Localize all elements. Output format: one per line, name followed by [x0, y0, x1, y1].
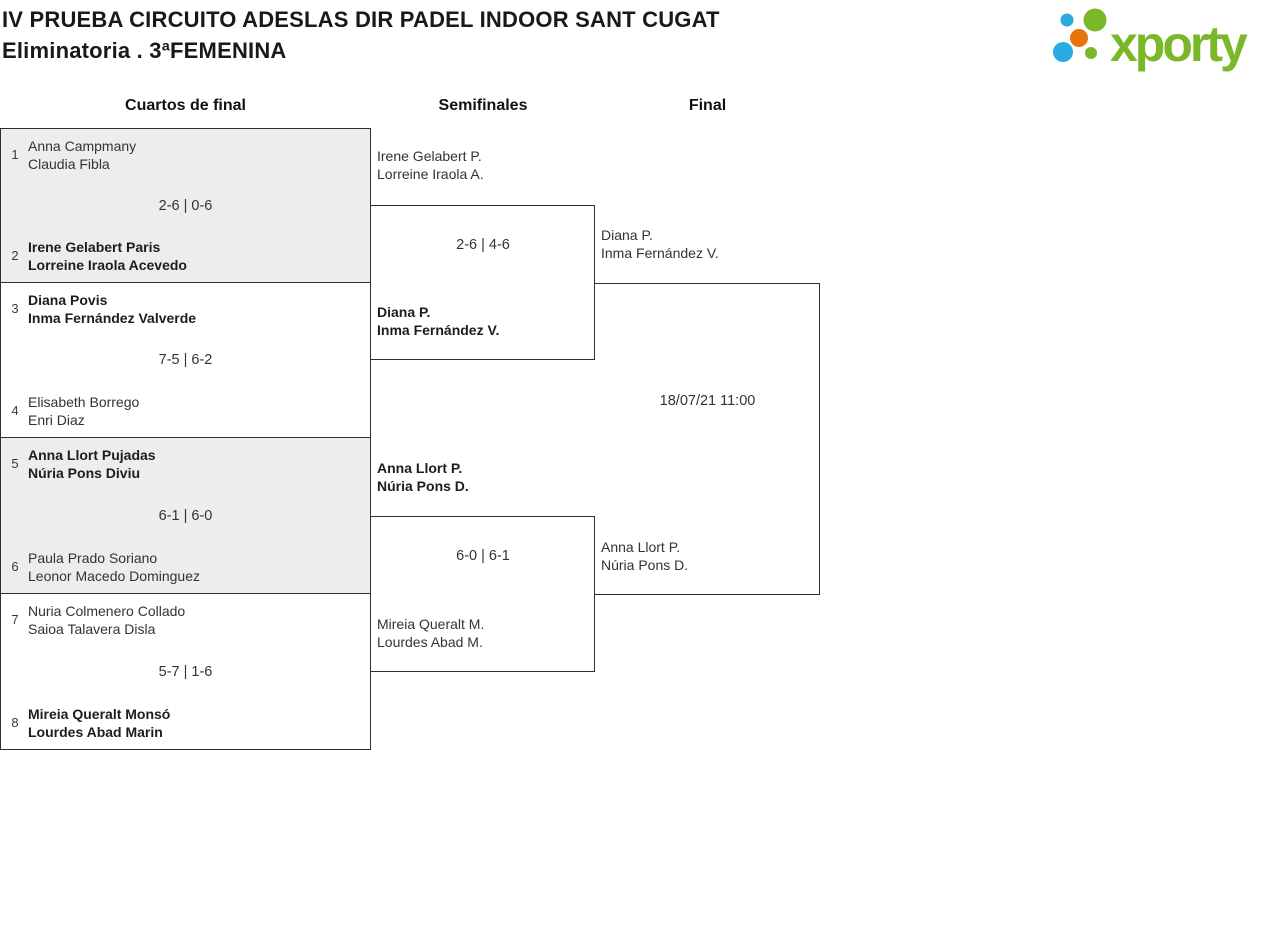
logo-dot-blue-small-icon: [1060, 13, 1074, 27]
match-score: 5-7 | 1-6: [158, 663, 213, 680]
seed-number: 2: [11, 248, 19, 263]
player-name: Inma Fernández V.: [601, 245, 719, 261]
quarterfinal-match-4: 7 Nuria Colmenero Collado Saioa Talavera…: [0, 593, 371, 750]
logo-dot-orange-icon: [1070, 29, 1088, 47]
player-name: Lorreine Iraola A.: [377, 166, 484, 182]
player-name: Inma Fernández Valverde: [28, 310, 197, 326]
player-name: Diana P.: [377, 304, 431, 320]
quarterfinal-match-3: 5 Anna Llort Pujadas Núria Pons Diviu 6-…: [0, 437, 371, 594]
match-score: 2-6 | 4-6: [456, 237, 510, 253]
match-score: 2-6 | 0-6: [158, 197, 213, 214]
player-name: Paula Prado Soriano: [28, 550, 158, 566]
team-name: Diana Povis Inma Fernández Valverde: [28, 291, 196, 327]
seed-number: 1: [11, 147, 19, 162]
team-name: Irene Gelabert P. Lorreine Iraola A.: [377, 147, 484, 183]
player-name: Claudia Fibla: [28, 156, 110, 172]
player-name: Lorreine Iraola Acevedo: [28, 257, 187, 273]
team-name: Mireia Queralt Monsó Lourdes Abad Marin: [28, 705, 170, 741]
player-name: Enri Diaz: [28, 412, 85, 428]
team-name: Nuria Colmenero Collado Saioa Talavera D…: [28, 602, 185, 638]
final-match-datetime: 18/07/21 11:00: [659, 393, 756, 409]
team-name: Anna Llort Pujadas Núria Pons Diviu: [28, 446, 156, 482]
player-name: Núria Pons D.: [601, 557, 689, 573]
team-name: Paula Prado Soriano Leonor Macedo Doming…: [28, 549, 200, 585]
player-name: Anna Campmany: [28, 138, 137, 154]
logo-wordmark: xporty: [1110, 16, 1248, 72]
player-name: Núria Pons D.: [377, 478, 469, 494]
player-name: Mireia Queralt Monsó: [28, 706, 171, 722]
tournament-subtitle: Eliminatoria . 3ªFEMENINA: [2, 38, 287, 63]
team-name: Anna Campmany Claudia Fibla: [28, 137, 136, 173]
player-name: Mireia Queralt M.: [377, 616, 485, 632]
team-name: Diana P. Inma Fernández V.: [377, 303, 499, 339]
logo-dot-green-big-icon: [1083, 8, 1107, 32]
quarterfinal-match-1: 1 Anna Campmany Claudia Fibla 2-6 | 0-6 …: [0, 128, 371, 283]
seed-number: 3: [11, 301, 19, 316]
player-name: Inma Fernández V.: [377, 322, 500, 338]
team-name: Anna Llort P. Núria Pons D.: [377, 459, 469, 495]
team-name: Mireia Queralt M. Lourdes Abad M.: [377, 615, 484, 651]
team-name: Anna Llort P. Núria Pons D.: [601, 538, 688, 574]
player-name: Lourdes Abad M.: [377, 634, 483, 650]
match-score: 7-5 | 6-2: [158, 352, 213, 368]
round-header-quarterfinals: Cuartos de final: [125, 97, 246, 114]
seed-number: 6: [11, 559, 19, 574]
player-name: Irene Gelabert Paris: [28, 239, 161, 255]
semifinal-match-2: [371, 516, 595, 672]
logo-dot-green-small-icon: [1085, 47, 1097, 59]
player-name: Diana Povis: [28, 292, 108, 308]
team-name: Diana P. Inma Fernández V.: [601, 226, 719, 262]
team-name: Irene Gelabert Paris Lorreine Iraola Ace…: [28, 238, 187, 274]
player-name: Nuria Colmenero Collado: [28, 603, 186, 619]
match-score: 6-0 | 6-1: [456, 548, 510, 564]
player-name: Núria Pons Diviu: [28, 465, 141, 481]
quarterfinal-match-2: 3 Diana Povis Inma Fernández Valverde 7-…: [0, 282, 371, 438]
logo-dot-blue-big-icon: [1053, 42, 1073, 62]
player-name: Anna Llort P.: [377, 460, 463, 476]
player-name: Leonor Macedo Dominguez: [28, 568, 200, 584]
seed-number: 8: [11, 715, 19, 730]
seed-number: 5: [11, 456, 19, 471]
player-name: Elisabeth Borrego: [28, 394, 140, 410]
seed-number: 7: [11, 612, 19, 627]
round-header-semifinals: Semifinales: [438, 97, 528, 114]
team-name: Elisabeth Borrego Enri Diaz: [28, 393, 139, 429]
semifinal-match-1: [371, 205, 595, 360]
player-name: Diana P.: [601, 227, 653, 243]
player-name: Anna Llort P.: [601, 539, 681, 555]
tournament-title: IV PRUEBA CIRCUITO ADESLAS DIR PADEL IND…: [2, 7, 720, 32]
player-name: Anna Llort Pujadas: [28, 447, 156, 463]
player-name: Saioa Talavera Disla: [28, 621, 156, 637]
xporty-logo: xporty: [1053, 8, 1251, 72]
final-match: [595, 283, 820, 595]
seed-number: 4: [11, 403, 19, 418]
round-header-final: Final: [688, 97, 727, 114]
player-name: Lourdes Abad Marin: [28, 724, 163, 740]
match-score: 6-1 | 6-0: [158, 507, 213, 524]
player-name: Irene Gelabert P.: [377, 148, 482, 164]
